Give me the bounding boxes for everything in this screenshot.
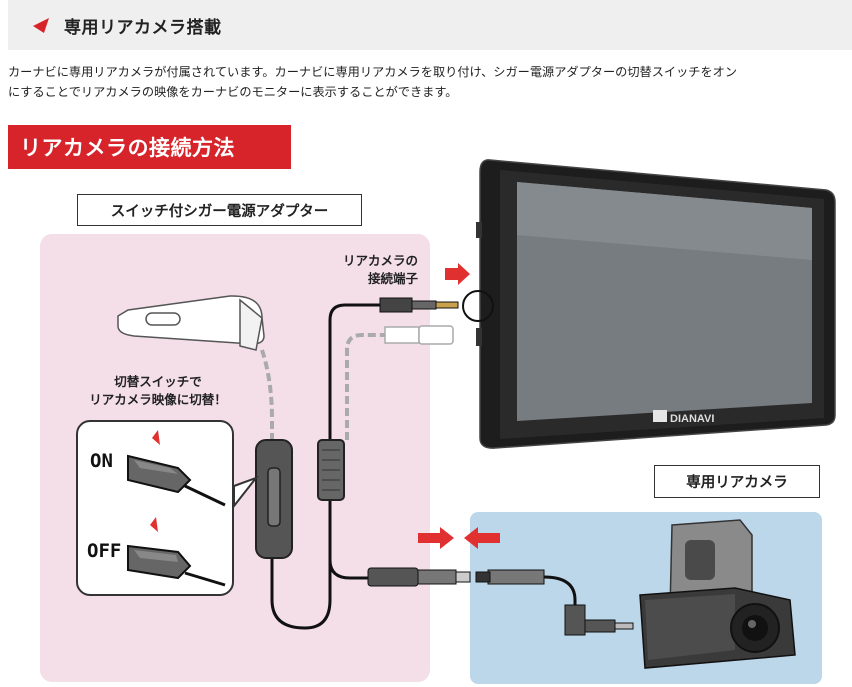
intro-line-2: にすることでリアカメラの映像をカーナビのモニターに表示することができます。 <box>8 85 458 99</box>
side-port-icon <box>476 328 482 346</box>
switch-on-label: ON <box>90 450 113 472</box>
navigation-monitor <box>476 159 836 449</box>
dashed-power-cable <box>260 349 274 450</box>
camera-label: 専用リアカメラ <box>654 465 820 498</box>
port-circle <box>462 290 494 322</box>
intro-paragraph: カーナビに専用リアカメラが付属されています。カーナビに専用リアカメラを取り付け、… <box>8 62 852 102</box>
port-label: リアカメラの 接続端子 <box>318 252 418 288</box>
intro-line-1: カーナビに専用リアカメラが付属されています。カーナビに専用リアカメラを取り付け、… <box>8 65 738 79</box>
switch-off-label: OFF <box>87 540 122 562</box>
port-arrow-icon <box>445 263 470 285</box>
usb-plug-icon <box>384 325 454 345</box>
switch-off-icon <box>127 517 226 587</box>
adapter-cable <box>270 480 332 630</box>
connection-method-banner: リアカメラの接続方法 <box>8 125 291 169</box>
port-label-line-1: リアカメラの <box>342 253 418 268</box>
video-plug-icon <box>379 297 459 313</box>
adapter-label: スイッチ付シガー電源アダプター <box>77 194 362 226</box>
side-button-icon <box>476 222 482 238</box>
cigarette-plug-icon <box>117 295 265 351</box>
switch-note: 切替スイッチで リアカメラ映像に切替！ <box>68 373 248 409</box>
brand-name: DIANAVI <box>670 413 714 425</box>
extension-cable <box>328 510 370 580</box>
right-arrow-icon <box>418 527 454 549</box>
section-title: 専用リアカメラ搭載 <box>64 17 222 38</box>
video-cable <box>328 303 380 440</box>
section-header: 専用リアカメラ搭載 <box>8 0 852 50</box>
switch-note-line-2: リアカメラ映像に切替！ <box>89 392 227 407</box>
rear-camera-icon <box>639 519 796 669</box>
brand-logo: DIANAVI <box>653 410 714 425</box>
dashed-usb-cable <box>345 333 385 440</box>
triangle-arrow-icon <box>33 18 49 33</box>
switch-on-icon <box>127 430 226 507</box>
left-arrow-icon <box>464 527 500 549</box>
port-label-line-2: 接続端子 <box>367 271 418 286</box>
extension-connector-icon <box>367 567 634 636</box>
switch-note-line-1: 切替スイッチで <box>114 374 202 389</box>
